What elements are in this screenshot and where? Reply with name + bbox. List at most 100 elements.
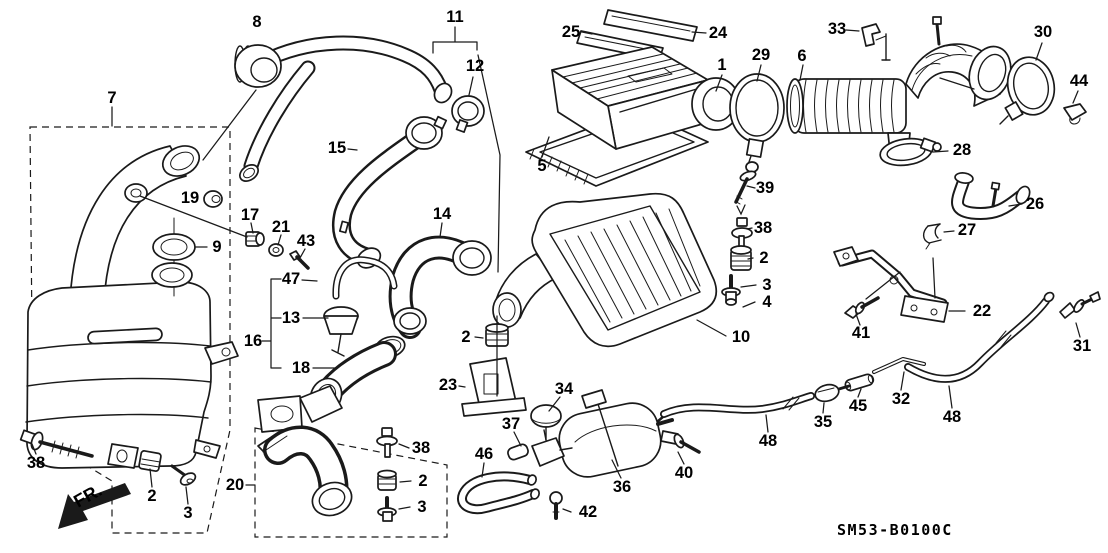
part-48-hose-right [904, 291, 1055, 383]
diagram-code: SM53-B0100C [837, 521, 953, 539]
part-callout-25: 25 [562, 23, 580, 41]
part-callout-40: 40 [675, 464, 693, 482]
part-callout-3: 3 [762, 276, 771, 294]
part-callout-37: 37 [502, 415, 520, 433]
fr-arrow-icon [58, 483, 131, 529]
part-callout-46: 46 [475, 445, 493, 463]
part-3-screw-c [170, 464, 197, 486]
part-11-hose [239, 35, 453, 182]
part-callout-19: 19 [181, 189, 199, 207]
part-callout-23: 23 [439, 376, 457, 394]
part-callout-38: 38 [27, 454, 45, 472]
part-callout-43: 43 [297, 232, 315, 250]
part-callout-28: 28 [953, 141, 971, 159]
part-callout-32: 32 [892, 390, 910, 408]
part-44-clip [1063, 103, 1087, 125]
part-36-vacuum-tank [558, 389, 674, 478]
part-callout-10: 10 [732, 328, 750, 346]
part-callout-3: 3 [183, 504, 192, 522]
part-callout-35: 35 [814, 413, 832, 431]
part-callout-44: 44 [1070, 72, 1089, 90]
part-callout-2: 2 [461, 328, 470, 346]
part-46-u-hose [457, 471, 540, 515]
part-callout-14: 14 [433, 205, 452, 223]
part-callout-21: 21 [272, 218, 290, 236]
part-38-bolt-c [19, 429, 94, 459]
part-37-fitting [507, 429, 573, 467]
part-callout-38: 38 [412, 439, 430, 457]
part-callout-47: 47 [282, 270, 300, 288]
part-26-breather-hose [951, 172, 1031, 221]
part-40-bolt [660, 430, 701, 454]
part-47-hose [332, 256, 398, 300]
part-callout-2: 2 [759, 249, 768, 267]
part-callout-27: 27 [958, 221, 976, 239]
part-24-gasket-strip [603, 9, 698, 42]
part-12-clamp [451, 95, 485, 133]
part-callout-9: 9 [212, 238, 221, 256]
part-42-bolt [549, 491, 563, 520]
part-callout-48: 48 [759, 432, 777, 450]
part-callout-8: 8 [252, 13, 261, 31]
part-callout-22: 22 [973, 302, 991, 320]
part-callout-6: 6 [797, 47, 806, 65]
part-17-grommet [245, 231, 265, 247]
part-31-joint [1059, 291, 1101, 319]
part-8-grommet [234, 44, 282, 88]
part-38-bolt-a [731, 217, 753, 251]
part-27-clip [922, 223, 942, 250]
part-1-air-cleaner-cover [551, 46, 741, 150]
part-23-bracket [461, 357, 527, 417]
part-callout-18: 18 [292, 359, 310, 377]
part-callout-24: 24 [709, 24, 728, 42]
part-32-pipe [872, 357, 926, 374]
part-callout-2: 2 [418, 472, 427, 490]
part-callout-29: 29 [752, 46, 770, 64]
part-38-bolt-b [376, 427, 398, 458]
part-30-clamp [999, 56, 1056, 125]
part-callout-42: 42 [579, 503, 597, 521]
part-callout-7: 7 [107, 89, 116, 107]
part-callout-36: 36 [613, 478, 631, 496]
part-18-intake-duct [257, 341, 397, 433]
part-callout-17: 17 [241, 206, 259, 224]
part-callout-45: 45 [849, 397, 867, 415]
part-callout-4: 4 [762, 293, 772, 311]
part-callout-33: 33 [828, 20, 846, 38]
part-48-hose-left [648, 392, 815, 430]
part-callout-12: 12 [466, 57, 484, 75]
part-callout-2: 2 [147, 487, 156, 505]
part-callout-13: 13 [282, 309, 300, 327]
part-callout-41: 41 [852, 324, 870, 342]
part-callout-15: 15 [328, 139, 346, 157]
part-callout-30: 30 [1034, 23, 1052, 41]
part-9-grommet-rings [151, 217, 196, 297]
part-33-bracket [861, 23, 891, 61]
callout-layer: 1222233345678910111213141516171819202122… [27, 8, 1091, 522]
part-callout-1: 1 [717, 56, 726, 74]
part-39-bolt [734, 161, 759, 205]
part-19-bushing [203, 190, 223, 208]
part-callout-5: 5 [537, 157, 546, 175]
part-callout-16: 16 [244, 332, 262, 350]
part-20-boundary-box [254, 427, 448, 538]
part-2-grommet-c [377, 469, 397, 491]
part-callout-48: 48 [943, 408, 961, 426]
resonator-bracket-tab [107, 443, 139, 469]
part-28-clamp [879, 137, 942, 167]
part-3-screw-b [377, 496, 397, 522]
part-2-grommet-a [730, 245, 752, 271]
part-10-air-cleaner-case [492, 192, 718, 348]
part-22-bracket [833, 246, 949, 323]
part-callout-26: 26 [1026, 195, 1044, 213]
part-callout-11: 11 [446, 8, 463, 26]
part-7-resonator-chamber [25, 145, 239, 469]
part-20-elbow-duct [257, 425, 353, 517]
part-callout-31: 31 [1073, 337, 1091, 355]
part-callout-20: 20 [226, 476, 244, 494]
part-2-grommet-b [138, 450, 162, 472]
part-3-screw-with-4-collar [721, 274, 741, 306]
part-callout-38: 38 [754, 219, 772, 237]
part-41-bolt [844, 296, 880, 319]
